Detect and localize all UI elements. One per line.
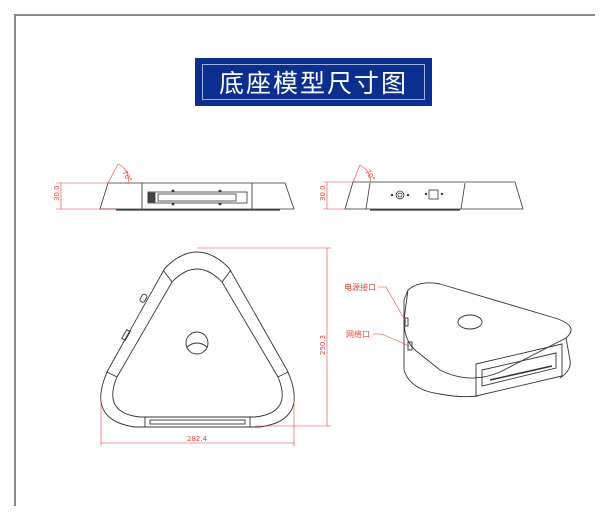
front-angle-dim: 70° [120,169,133,184]
side-angle-dim: 70° [363,168,376,183]
front-view [99,182,295,211]
top-depth-dim: 250.3 [319,335,327,355]
title-banner: 底座模型尺寸图 [195,58,432,106]
top-view-dimensions [100,247,331,446]
front-view-dimensions [56,163,130,210]
top-width-dim: 282.4 [187,435,208,443]
page-title: 底座模型尺寸图 [202,64,425,100]
side-view-dimensions [323,164,372,210]
callout-lines [373,286,410,347]
side-view [344,181,524,211]
page-frame [14,14,595,506]
network-port-label: 网络口 [346,329,370,339]
front-height-dim: 30.0 [53,185,61,201]
top-view [100,251,295,428]
isometric-view [403,282,572,398]
side-height-dim: 30.0 [319,185,327,201]
power-port-label: 电源接口 [344,282,376,292]
